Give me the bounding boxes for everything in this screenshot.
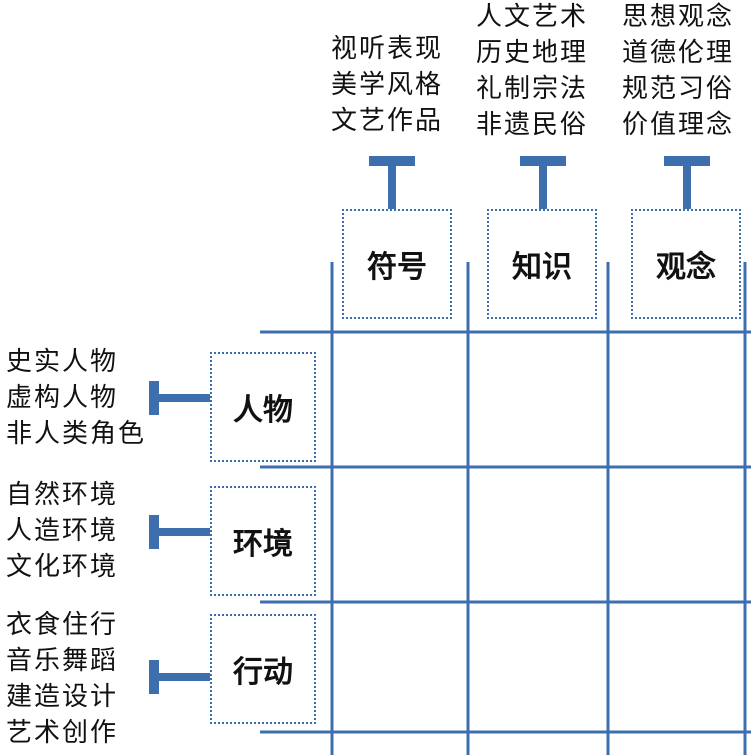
row-header-label: 人物	[233, 393, 293, 428]
row-header-environment: 环境	[210, 486, 316, 596]
row-header-label: 行动	[233, 655, 293, 690]
column-item: 美学风格	[331, 70, 444, 100]
column-header-label: 观念	[656, 250, 716, 285]
row-item: 衣食住行	[6, 610, 119, 640]
column-knowledge-items: 人文艺术 历史地理 礼制宗法 非遗民俗	[476, 0, 588, 143]
column-header-label: 知识	[512, 250, 572, 285]
column-concept-items: 思想观念 道德伦理 规范习俗 价值理念	[622, 0, 734, 143]
row-item: 建造设计	[6, 682, 119, 712]
column-item: 规范习俗	[622, 74, 735, 104]
row-item: 自然环境	[6, 480, 119, 510]
column-item: 历史地理	[476, 38, 589, 68]
row-action-items: 衣食住行 音乐舞蹈 建造设计 艺术创作	[6, 607, 118, 751]
row-item: 非人类角色	[6, 419, 147, 449]
row-connector-bar	[149, 515, 159, 549]
column-item: 道德伦理	[622, 38, 735, 68]
column-item: 礼制宗法	[476, 74, 589, 104]
column-symbol-items: 视听表现 美学风格 文艺作品	[331, 31, 443, 139]
row-header-character: 人物	[210, 352, 316, 462]
column-header-symbol: 符号	[342, 209, 452, 319]
row-header-label: 环境	[233, 527, 293, 562]
column-connector-stem	[539, 160, 547, 210]
row-connector-stem	[155, 528, 211, 536]
row-item: 虚构人物	[6, 383, 119, 413]
column-item: 价值理念	[622, 110, 735, 140]
row-item: 艺术创作	[6, 718, 119, 748]
row-item: 音乐舞蹈	[6, 646, 119, 676]
column-item: 非遗民俗	[476, 110, 589, 140]
row-item: 人造环境	[6, 516, 119, 546]
column-header-concept: 观念	[631, 209, 741, 319]
row-header-action: 行动	[210, 614, 316, 724]
column-header-label: 符号	[367, 250, 427, 285]
column-header-knowledge: 知识	[487, 209, 597, 319]
column-item: 人文艺术	[476, 2, 589, 32]
row-connector-stem	[155, 673, 211, 681]
row-item: 文化环境	[6, 552, 119, 582]
row-connector-bar	[149, 381, 159, 415]
row-character-items: 史实人物 虚构人物 非人类角色	[6, 344, 146, 452]
row-item: 史实人物	[6, 347, 119, 377]
column-item: 视听表现	[331, 34, 444, 64]
row-connector-stem	[155, 394, 211, 402]
column-item: 思想观念	[622, 2, 735, 32]
column-connector-stem	[388, 160, 396, 210]
row-environment-items: 自然环境 人造环境 文化环境	[6, 477, 118, 585]
column-connector-stem	[683, 160, 691, 210]
row-connector-bar	[149, 660, 159, 694]
column-item: 文艺作品	[331, 106, 444, 136]
